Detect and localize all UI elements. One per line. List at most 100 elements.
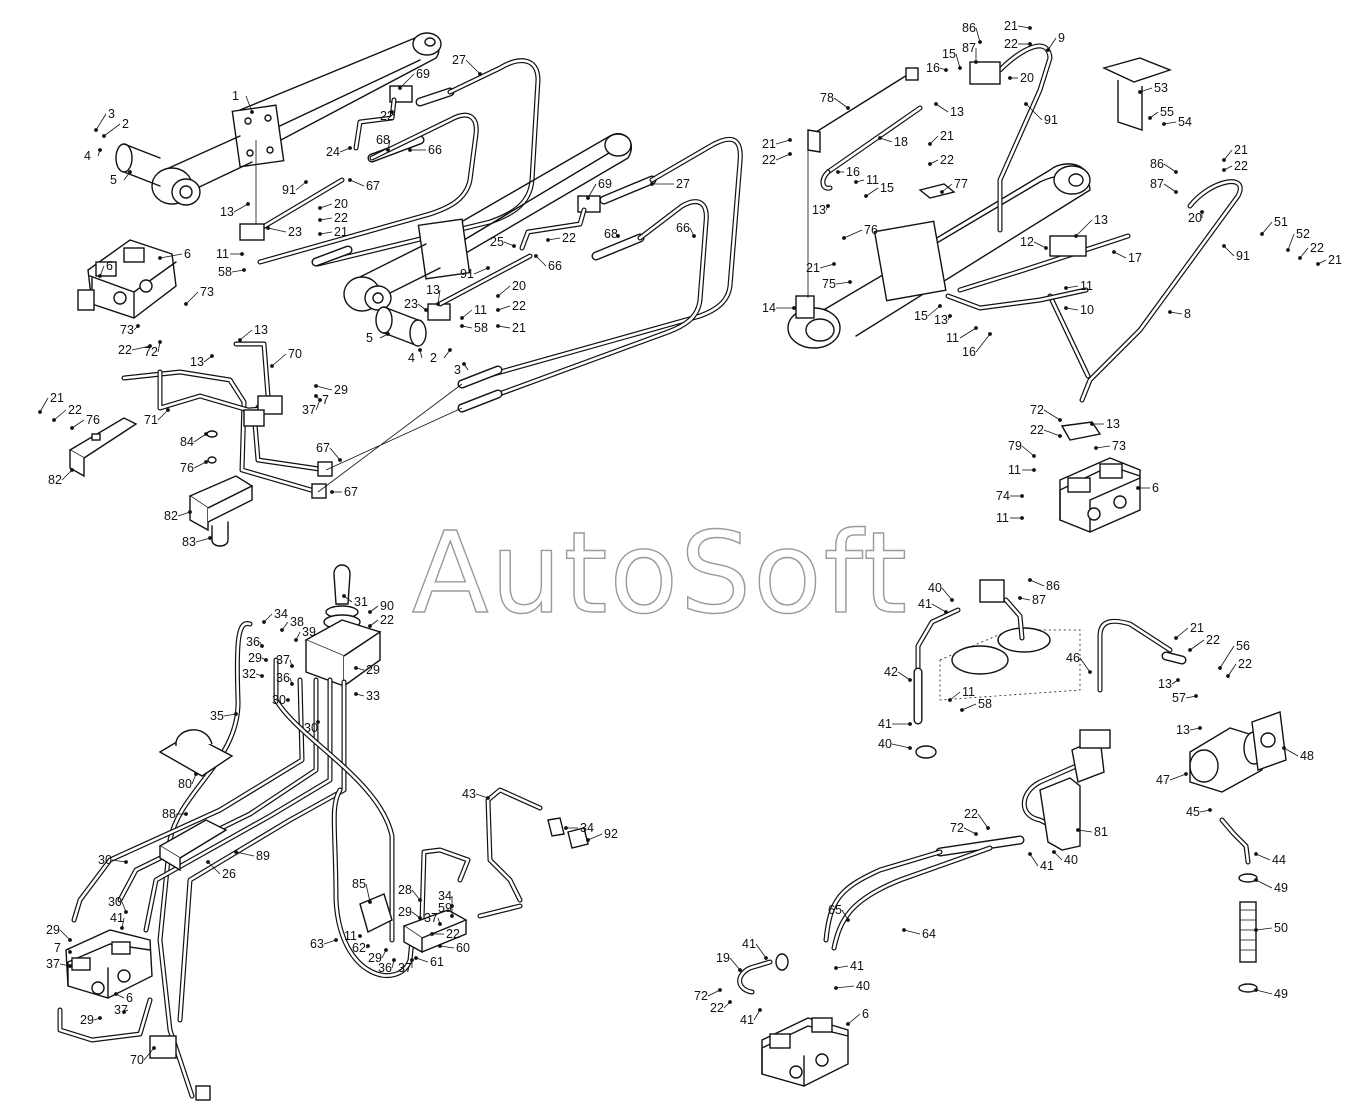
callout-leader bbox=[1029, 853, 1039, 867]
callout-dot bbox=[438, 944, 442, 948]
callout-dot bbox=[616, 234, 620, 238]
callout-number: 68 bbox=[604, 227, 618, 241]
callout-number: 50 bbox=[1274, 921, 1288, 935]
callout-leader bbox=[207, 861, 221, 875]
callout-number: 21 bbox=[1004, 19, 1018, 33]
callout-leader bbox=[819, 263, 835, 269]
callout-leader bbox=[71, 419, 85, 429]
callout-number: 13 bbox=[950, 105, 964, 119]
callout-dot bbox=[938, 304, 942, 308]
callout-number: 41 bbox=[740, 1013, 754, 1027]
callout-dot bbox=[1282, 746, 1286, 750]
callout-leader bbox=[1223, 149, 1233, 161]
callout-number: 81 bbox=[1094, 825, 1108, 839]
callout-number: 91 bbox=[1236, 249, 1250, 263]
callout-number: 22 bbox=[1234, 159, 1248, 173]
callout-dot bbox=[314, 384, 318, 388]
callout-dot bbox=[496, 294, 500, 298]
callout-leader bbox=[931, 603, 947, 613]
callout-dot bbox=[1194, 694, 1198, 698]
callout-dot bbox=[1052, 850, 1056, 854]
callout-number: 37 bbox=[424, 911, 438, 925]
callout-number: 22 bbox=[380, 109, 394, 123]
callout-dot bbox=[948, 698, 952, 702]
callout-number: 29 bbox=[398, 905, 412, 919]
callout-dot bbox=[410, 958, 414, 962]
callout-leader bbox=[1095, 445, 1111, 449]
callout-dot bbox=[264, 658, 268, 662]
callout-number: 85 bbox=[352, 877, 366, 891]
callout-dot bbox=[184, 302, 188, 306]
callout-dot bbox=[974, 832, 978, 836]
callout-dot bbox=[338, 458, 342, 462]
callout-dot bbox=[738, 968, 742, 972]
callout-number: 69 bbox=[416, 67, 430, 81]
callout-dot bbox=[842, 236, 846, 240]
callout-number: 66 bbox=[676, 221, 690, 235]
callout-leader bbox=[245, 95, 253, 113]
callout-leader bbox=[319, 217, 333, 221]
callout-number: 22 bbox=[446, 927, 460, 941]
callout-dot bbox=[546, 238, 550, 242]
callout-number: 22 bbox=[1004, 37, 1018, 51]
callout-dot bbox=[348, 146, 352, 150]
callout-dot bbox=[368, 900, 372, 904]
callout-number: 38 bbox=[290, 615, 304, 629]
callout-number: 11 bbox=[962, 685, 975, 699]
callout-dot bbox=[1222, 244, 1226, 248]
callout-leader bbox=[61, 469, 73, 481]
callout-dot bbox=[486, 266, 490, 270]
callout-dot bbox=[986, 826, 990, 830]
callout-number: 30 bbox=[272, 693, 286, 707]
callout-dot bbox=[1088, 670, 1092, 674]
callout-number: 49 bbox=[1274, 987, 1288, 1001]
callout-number: 15 bbox=[942, 47, 956, 61]
callout-dot bbox=[1184, 772, 1188, 776]
callout-leader bbox=[879, 137, 893, 143]
callout-number: 3 bbox=[454, 363, 461, 377]
callout-dot bbox=[948, 314, 952, 318]
callout-number: 2 bbox=[430, 351, 437, 365]
callout-leader bbox=[267, 227, 287, 233]
callout-number: 58 bbox=[218, 265, 232, 279]
callout-leader bbox=[903, 929, 921, 935]
callout-number: 86 bbox=[1150, 157, 1164, 171]
callout-dot bbox=[438, 922, 442, 926]
callout-leader bbox=[1075, 219, 1093, 237]
callout-dot bbox=[718, 988, 722, 992]
callout-number: 5 bbox=[110, 173, 117, 187]
callout-dot bbox=[846, 918, 850, 922]
callout-number: 76 bbox=[86, 413, 100, 427]
callout-number: 13 bbox=[220, 205, 234, 219]
callout-leader bbox=[39, 397, 49, 413]
callout-dot bbox=[1064, 286, 1068, 290]
callout-dot bbox=[450, 904, 454, 908]
callout-number: 67 bbox=[316, 441, 330, 455]
callout-number: 61 bbox=[430, 955, 444, 969]
callout-number: 14 bbox=[762, 301, 776, 315]
callout-leader bbox=[1255, 853, 1271, 861]
callout-number: 34 bbox=[438, 889, 452, 903]
callout-number: 34 bbox=[580, 821, 594, 835]
callout-leader bbox=[111, 859, 127, 863]
callout-dot bbox=[1028, 42, 1032, 46]
callout-dot bbox=[478, 72, 482, 76]
callout-number: 74 bbox=[996, 489, 1010, 503]
callout-number: 82 bbox=[48, 473, 62, 487]
callout-leader bbox=[497, 285, 511, 297]
callout-dot bbox=[390, 110, 394, 114]
callout-number: 36 bbox=[246, 635, 260, 649]
callout-number: 21 bbox=[762, 137, 776, 151]
callout-leader bbox=[349, 179, 365, 187]
callout-leader bbox=[1261, 221, 1273, 235]
callout-leader bbox=[475, 793, 489, 799]
callout-number: 83 bbox=[182, 535, 196, 549]
callout-number: 73 bbox=[120, 323, 134, 337]
callout-number: 3 bbox=[108, 107, 115, 121]
callout-leader bbox=[1163, 163, 1177, 173]
callout-leader bbox=[891, 743, 911, 749]
callout-leader bbox=[975, 27, 981, 43]
callout-leader bbox=[411, 889, 421, 901]
callout-leader bbox=[315, 385, 333, 391]
